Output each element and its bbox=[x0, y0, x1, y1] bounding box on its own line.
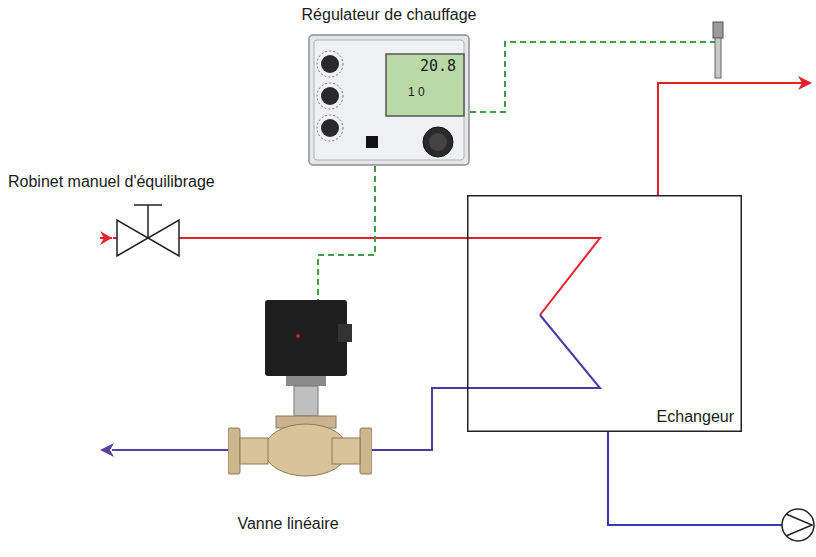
temperature-sensor bbox=[715, 38, 721, 78]
inlet-arrow bbox=[100, 231, 112, 245]
temperature-sensor bbox=[713, 22, 723, 38]
exchanger-coil bbox=[467, 238, 600, 315]
return-pipe bbox=[112, 449, 228, 451]
controller-title: Régulateur de chauffage bbox=[302, 6, 477, 24]
exchanger-coil bbox=[467, 315, 600, 388]
linear-valve: Vanne linéaire bbox=[228, 300, 372, 480]
outlet-arrow bbox=[798, 76, 812, 90]
linear-valve-outline bbox=[228, 300, 372, 480]
valve-label: Robinet manuel d'équilibrage bbox=[8, 173, 215, 191]
signal-wire bbox=[470, 30, 718, 112]
pipe-connector bbox=[372, 388, 467, 450]
outlet-pipe bbox=[658, 83, 806, 195]
heating-controller-outline bbox=[308, 34, 470, 166]
heat-exchanger-outline bbox=[467, 195, 742, 432]
pump-pipe bbox=[608, 432, 782, 525]
heating-controller: Régulateur de chauffage20.81 0 bbox=[308, 34, 470, 166]
heat-exchanger: Echangeur bbox=[467, 195, 742, 432]
exchanger-label: Echangeur bbox=[657, 408, 734, 426]
balancing-valve: Robinet manuel d'équilibrage bbox=[113, 195, 183, 281]
pipe-connector bbox=[183, 237, 467, 239]
display-value: 20.8 bbox=[420, 58, 456, 75]
pump-symbol bbox=[786, 514, 812, 536]
return-arrow bbox=[100, 443, 114, 457]
valve-label: Vanne linéaire bbox=[237, 515, 338, 533]
pump-symbol bbox=[782, 509, 814, 541]
pipe-connector bbox=[318, 166, 375, 300]
balancing-valve-outline bbox=[113, 195, 183, 281]
display-value: 1 0 bbox=[408, 86, 425, 100]
